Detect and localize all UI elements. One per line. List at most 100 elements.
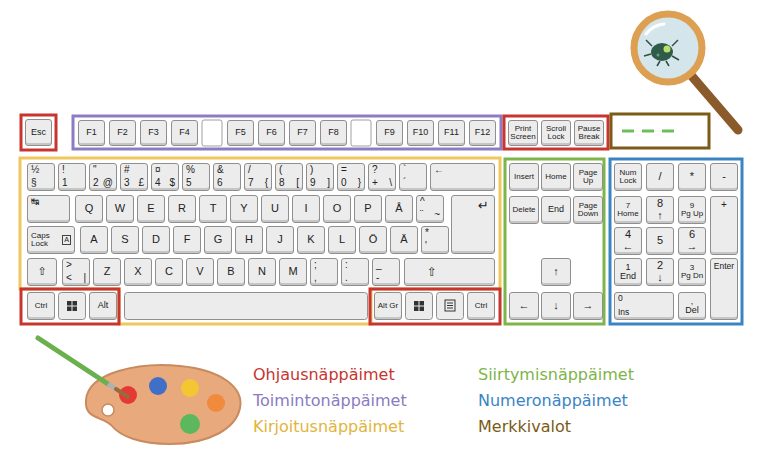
key-label: 7 bbox=[248, 178, 254, 189]
keyboard-key: ½§ bbox=[27, 163, 55, 191]
key-label: * bbox=[690, 171, 694, 183]
keyboard-key: :. bbox=[341, 258, 369, 286]
keyboard-key: Insert bbox=[509, 163, 539, 191]
key-label: [ bbox=[296, 178, 299, 189]
key-label: = bbox=[341, 165, 347, 176]
key-label: Num Lock bbox=[616, 169, 640, 186]
key-label: → bbox=[687, 241, 698, 253]
key-label: End bbox=[620, 272, 636, 281]
keyboard-key: End bbox=[541, 196, 571, 224]
legend-label: Toimintonäppäimet bbox=[253, 391, 407, 410]
keyboard-key: 0Ins bbox=[614, 292, 674, 320]
keyboard-key: F10 bbox=[407, 120, 434, 146]
keyboard-key: F6 bbox=[258, 120, 285, 146]
key-label: V bbox=[196, 266, 203, 278]
key-label: _ bbox=[376, 260, 382, 271]
key-label: ´ bbox=[403, 178, 406, 189]
key-label: ` bbox=[403, 165, 406, 176]
keyboard-key: A bbox=[80, 226, 108, 254]
keyboard-key: C bbox=[155, 258, 183, 286]
key-label: X bbox=[134, 266, 141, 278]
key-label: 0 bbox=[618, 294, 623, 303]
keyboard-key: ← bbox=[509, 292, 539, 320]
group-outlines bbox=[20, 114, 742, 324]
key-label: T bbox=[210, 203, 217, 215]
key-label: % bbox=[186, 165, 195, 176]
key-label: ← bbox=[434, 165, 444, 176]
key-label: : bbox=[345, 260, 348, 271]
key-label: Delete bbox=[512, 206, 535, 214]
keyboard-key: Num Lock bbox=[614, 163, 642, 191]
key-label: F bbox=[184, 234, 191, 246]
keyboard-key: 5 bbox=[646, 227, 674, 255]
keyboard-key: Pause Break bbox=[574, 120, 604, 146]
keyboard-key: Alt Gr bbox=[374, 292, 402, 320]
key-label: Pause Break bbox=[576, 125, 602, 142]
keyboard-key: Page Down bbox=[573, 196, 603, 224]
key-label: \ bbox=[389, 178, 392, 189]
keyboard-key: N bbox=[248, 258, 276, 286]
keyboard-key: Home bbox=[541, 163, 571, 191]
keyboard-key: Alt bbox=[89, 292, 117, 320]
key-label: ⇧ bbox=[37, 266, 46, 278]
key-label: 3 bbox=[124, 178, 130, 189]
key-label: F2 bbox=[117, 128, 128, 137]
keyboard-key: ↑ bbox=[541, 258, 571, 286]
keyboard-key: Ö bbox=[359, 226, 387, 254]
keyboard-key: %5 bbox=[182, 163, 210, 191]
keyboard-key: Esc bbox=[25, 119, 52, 146]
keyboard-key: 3Pg Dn bbox=[678, 258, 706, 286]
key-label: A bbox=[62, 235, 71, 245]
legend-item: Kirjoitusnäppäimet bbox=[253, 417, 404, 437]
key-label: F6 bbox=[266, 128, 277, 137]
keyboard-key: 6→ bbox=[678, 227, 706, 255]
keyboard-key: G bbox=[204, 226, 232, 254]
key-label: L bbox=[339, 234, 345, 246]
keyboard-key: Delete bbox=[509, 196, 539, 224]
keyboard-key: Scroll Lock bbox=[541, 120, 571, 146]
key-label: Å bbox=[395, 203, 402, 215]
key-label: 7 bbox=[626, 202, 630, 210]
keyboard-key: Å bbox=[385, 195, 413, 223]
key-label: W bbox=[115, 203, 125, 215]
key-label: B bbox=[227, 266, 234, 278]
keyboard-key: *' bbox=[421, 226, 449, 254]
key-label: & bbox=[217, 165, 224, 176]
key-label: End bbox=[548, 205, 564, 214]
key-label: K bbox=[307, 234, 314, 246]
key-label: ; bbox=[314, 260, 317, 271]
keyboard-key: O bbox=[323, 195, 351, 223]
key-label: , bbox=[314, 273, 317, 284]
keyboard-key: F2 bbox=[109, 120, 136, 146]
key-label: P bbox=[364, 203, 371, 215]
keyboard-key: 2↓ bbox=[646, 258, 674, 286]
keyboard-key: )9] bbox=[306, 163, 334, 191]
key-label: F3 bbox=[148, 128, 159, 137]
keyboard-key: E bbox=[137, 195, 165, 223]
keyboard-key: &6 bbox=[213, 163, 241, 191]
key-label: " bbox=[93, 165, 97, 176]
key-label: . bbox=[345, 273, 348, 284]
key-label: ¨ bbox=[420, 210, 423, 221]
key-label: ~ bbox=[434, 210, 440, 221]
legend-label: Merkkivalot bbox=[478, 417, 571, 436]
keyboard-key: `´ bbox=[399, 163, 427, 191]
key-label: R bbox=[178, 203, 186, 215]
key-label: ↑ bbox=[657, 210, 663, 222]
key-label: Enter bbox=[711, 262, 737, 271]
key-label: > bbox=[66, 260, 72, 271]
legend-label: Siirtymisnäppäimet bbox=[478, 365, 634, 384]
legend-label: Numeronäppäimet bbox=[478, 391, 628, 410]
keyboard-key: / bbox=[646, 163, 674, 191]
key-label: Ins bbox=[618, 308, 629, 317]
key-label: ! bbox=[62, 165, 65, 176]
keyboard-key: Ctrl bbox=[27, 292, 55, 320]
key-label: F1 bbox=[86, 128, 97, 137]
key-label: F11 bbox=[444, 128, 459, 137]
key-label: ) bbox=[310, 165, 313, 176]
keyboard-key: B bbox=[217, 258, 245, 286]
key-label: C bbox=[165, 266, 173, 278]
keyboard-key: ↹ bbox=[27, 195, 70, 223]
keyboard-key: ⇧ bbox=[27, 258, 57, 286]
key-label: Caps Lock bbox=[31, 232, 55, 249]
